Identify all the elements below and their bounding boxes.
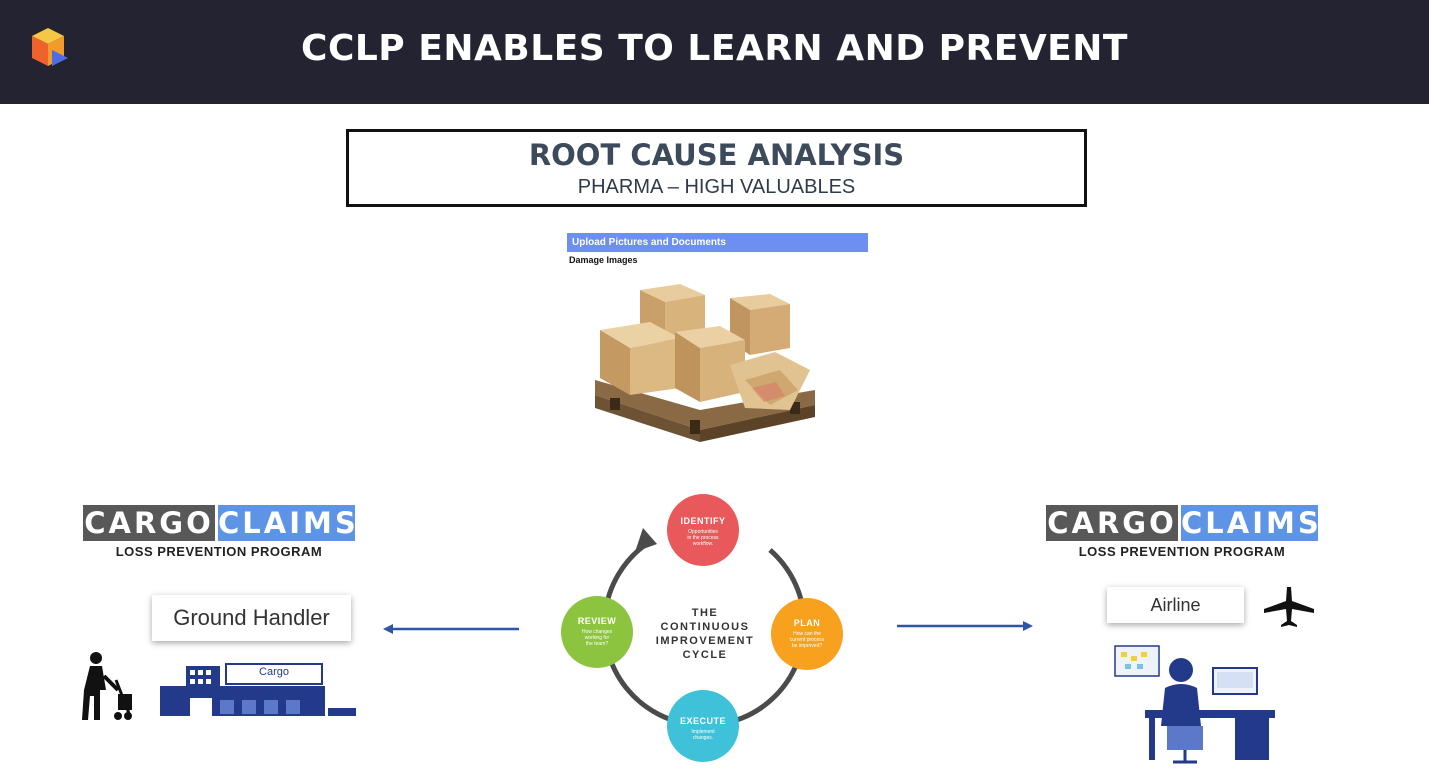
plan-desc: How can the current process be improved? [771, 631, 843, 649]
logo-tagline: LOSS PREVENTION PROGRAM [115, 544, 323, 559]
page-title: CCLP ENABLES TO LEARN AND PREVENT [301, 28, 1128, 69]
execute-desc: Implement changes. [667, 729, 739, 741]
logo-claims-word: CLAIMS [218, 505, 359, 541]
cycle-step-identify: IDENTIFY Opportunities in the process wo… [667, 494, 739, 566]
review-desc-line: working for [584, 635, 610, 641]
logo-tagline: LOSS PREVENTION PROGRAM [1078, 544, 1286, 559]
airplane-icon [1264, 587, 1314, 627]
review-title: REVIEW [577, 616, 617, 626]
office-worker-icon [1114, 645, 1275, 764]
right-cargo-claims-logo: CARGO CLAIMS LOSS PREVENTION PROGRAM [1046, 505, 1322, 565]
rca-title: ROOT CAUSE ANALYSIS [528, 138, 905, 172]
cycle-center-line: CONTINUOUS [660, 621, 750, 633]
cycle-step-plan: PLAN How can the current process be impr… [771, 598, 843, 670]
arrow-left-icon [383, 624, 519, 634]
cycle-step-review: REVIEW How changes working for the team? [561, 596, 633, 668]
identify-title: IDENTIFY [680, 516, 726, 526]
logo-cargo-word: CARGO [1046, 505, 1178, 541]
rca-subtitle: PHARMA – HIGH VALUABLES [577, 176, 856, 198]
identify-desc-line: workflow. [692, 541, 714, 547]
ground-handler-label: Ground Handler [152, 595, 351, 641]
cycle-center-line: IMPROVEMENT [655, 635, 755, 647]
plan-desc-line: be improved? [791, 643, 823, 649]
identify-desc-line: Opportunities [688, 529, 718, 535]
damage-images-label: Damage Images [569, 255, 638, 265]
left-cargo-claims-logo: CARGO CLAIMS LOSS PREVENTION PROGRAM [83, 505, 359, 565]
header-bar: CCLP ENABLES TO LEARN AND PREVENT [0, 0, 1429, 104]
logo-cargo-word: CARGO [83, 505, 215, 541]
plan-desc-line: How can the [793, 631, 821, 637]
execute-desc-line: Implement [691, 729, 715, 735]
cycle-center-line: CYCLE [682, 649, 728, 661]
cycle-step-execute: EXECUTE Implement changes. [667, 690, 739, 762]
execute-title: EXECUTE [679, 716, 726, 726]
root-cause-box: ROOT CAUSE ANALYSIS PHARMA – HIGH VALUAB… [346, 129, 1087, 207]
app-logo-icon [32, 28, 68, 66]
cycle-center-line: THE [691, 607, 719, 619]
upload-header-bar: Upload Pictures and Documents [567, 233, 868, 252]
review-desc-line: How changes [581, 629, 613, 635]
plan-desc-line: current process [789, 637, 825, 643]
porter-with-trolley-icon [82, 652, 132, 720]
airline-label: Airline [1107, 587, 1244, 623]
execute-desc-line: changes. [692, 735, 714, 741]
damaged-boxes-image [595, 284, 815, 442]
continuous-improvement-cycle: THE CONTINUOUS IMPROVEMENT CYCLE IDENTIF… [555, 490, 855, 770]
logo-claims-word: CLAIMS [1181, 505, 1322, 541]
identify-desc-line: in the process [687, 535, 719, 541]
review-desc-line: the team? [585, 641, 609, 647]
cycle-center-text: THE CONTINUOUS IMPROVEMENT CYCLE [655, 606, 755, 662]
cargo-building-sign: Cargo [259, 666, 289, 678]
review-desc: How changes working for the team? [561, 629, 633, 647]
arrow-right-icon [897, 621, 1033, 631]
cargo-building-icon [160, 663, 356, 716]
identify-desc: Opportunities in the process workflow. [667, 529, 739, 547]
plan-title: PLAN [793, 618, 821, 628]
